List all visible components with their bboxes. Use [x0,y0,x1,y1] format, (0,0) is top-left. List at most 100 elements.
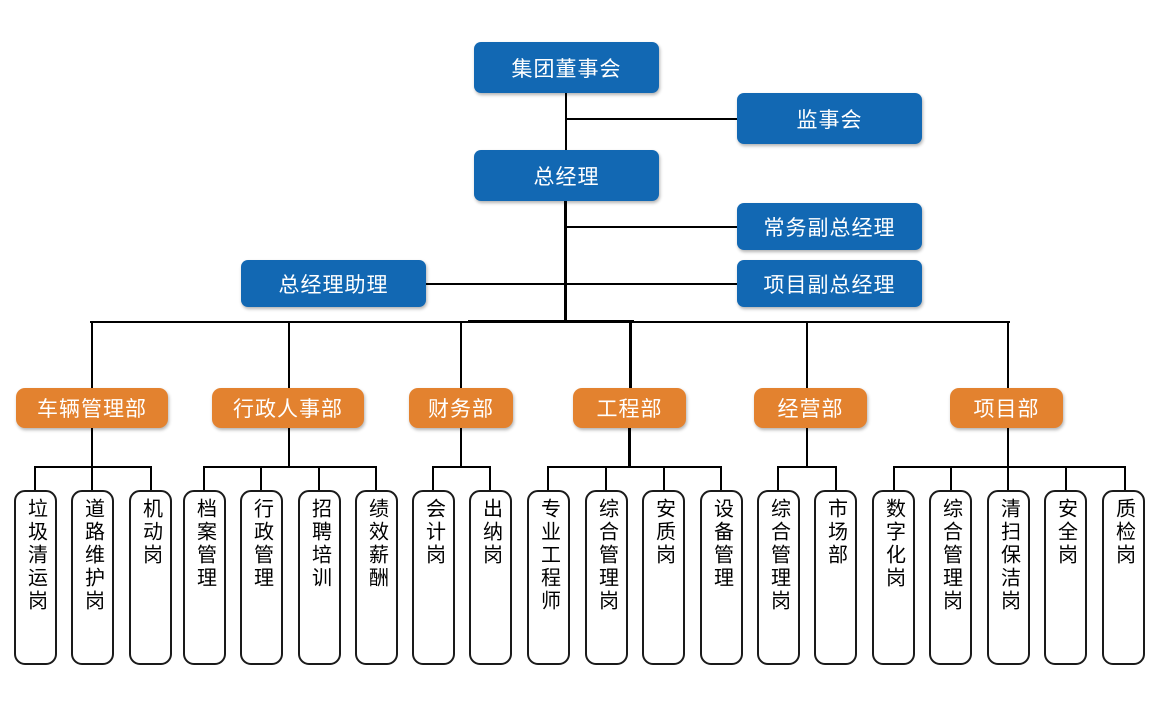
node-position-marketing[interactable]: 市场部 [814,490,857,665]
node-position-mobile-duty-label: 机动岗 [139,498,162,567]
node-board[interactable]: 集团董事会 [474,42,659,93]
connector-dept4-leaf-3 [663,466,665,491]
connector-dept6-leaf-1 [893,466,895,491]
connector-dept6-bus [893,466,1126,468]
connector-dept1-leaf-2 [91,466,93,491]
node-position-cashier-label: 出纳岗 [479,498,502,567]
node-position-mobile-duty[interactable]: 机动岗 [129,490,172,665]
node-position-project-general-management[interactable]: 综合管理岗 [929,490,972,665]
node-position-cleaning-sanitation[interactable]: 清扫保洁岗 [987,490,1030,665]
connector-dept6-leaf-5 [1124,466,1126,491]
node-department-operations[interactable]: 经营部 [754,388,867,428]
node-department-project-label: 项目部 [973,398,1040,421]
connector-dept3-leaf-1 [432,466,434,491]
node-position-equipment-management-label: 设备管理 [710,498,733,590]
node-position-recruitment-training[interactable]: 招聘培训 [298,490,341,665]
connector-dept5-leaf-2 [835,466,837,491]
node-position-professional-engineer[interactable]: 专业工程师 [527,490,570,665]
node-position-recruitment-training-label: 招聘培训 [308,498,331,590]
connector-drop-dept-5 [806,321,808,388]
node-position-safety-label: 安全岗 [1054,498,1077,567]
connector-dept4-bus [547,466,722,468]
node-position-admin-management[interactable]: 行政管理 [240,490,283,665]
connector-drop-dept-6 [1007,321,1009,388]
node-department-admin-hr[interactable]: 行政人事部 [212,388,364,428]
node-department-finance-label: 财务部 [428,398,494,421]
connector-exec-deputy-branch [565,226,738,228]
connector-dept5-bus [777,466,836,468]
node-department-project[interactable]: 项目部 [950,388,1063,428]
node-gm-assistant[interactable]: 总经理助理 [241,260,426,307]
node-position-professional-engineer-label: 专业工程师 [537,498,560,613]
connector-dept5-stem [806,427,808,467]
node-position-engineering-general-management[interactable]: 综合管理岗 [585,490,628,665]
node-position-waste-removal[interactable]: 垃圾清运岗 [14,490,57,665]
connector-dept3-stem [460,427,462,467]
connector-project-deputy-branch [565,283,738,285]
node-position-operations-general-management-label: 综合管理岗 [767,498,790,613]
connector-board-down [565,92,567,150]
node-position-project-general-management-label: 综合管理岗 [939,498,962,613]
node-supervisory-board[interactable]: 监事会 [737,93,922,144]
connector-department-bus-emphasis [468,320,634,323]
connector-drop-dept-4 [629,320,632,388]
node-position-marketing-label: 市场部 [824,498,847,567]
connector-dept2-bus [203,466,377,468]
node-general-manager[interactable]: 总经理 [474,150,659,201]
connector-gm-assistant-branch [424,283,566,285]
connector-dept2-leaf-1 [203,466,205,491]
connector-drop-dept-3 [460,321,462,388]
node-position-road-maintenance[interactable]: 道路维护岗 [71,490,114,665]
node-position-road-maintenance-label: 道路维护岗 [81,498,104,613]
node-position-accounting[interactable]: 会计岗 [412,490,455,665]
node-department-finance[interactable]: 财务部 [409,388,513,428]
connector-dept3-leaf-2 [489,466,491,491]
node-department-engineering[interactable]: 工程部 [573,388,686,428]
node-executive-deputy-gm-label: 常务副总经理 [763,216,896,240]
node-gm-assistant-label: 总经理助理 [278,273,389,297]
node-position-equipment-management[interactable]: 设备管理 [700,490,743,665]
connector-drop-dept-2 [288,321,290,388]
connector-dept2-stem [288,427,290,467]
connector-dept1-stem [91,427,93,467]
node-department-operations-label: 经营部 [777,398,844,421]
connector-dept6-leaf-2 [950,466,952,491]
node-department-engineering-label: 工程部 [596,398,663,421]
connector-dept4-stem [628,427,631,467]
node-position-quality-inspection-label: 质检岗 [1112,498,1135,567]
connector-dept2-leaf-3 [318,466,320,491]
node-position-accounting-label: 会计岗 [422,498,445,567]
node-position-digitalization-label: 数字化岗 [882,498,905,590]
node-position-safety[interactable]: 安全岗 [1044,490,1087,665]
node-project-deputy-gm-label: 项目副总经理 [763,273,896,297]
connector-dept1-leaf-1 [34,466,36,491]
node-position-records-management[interactable]: 档案管理 [183,490,226,665]
node-position-performance-compensation-label: 绩效薪酬 [365,498,388,590]
node-position-operations-general-management[interactable]: 综合管理岗 [757,490,800,665]
node-position-safety-quality[interactable]: 安质岗 [642,490,685,665]
node-department-vehicle-management[interactable]: 车辆管理部 [16,388,168,428]
node-position-safety-quality-label: 安质岗 [652,498,675,567]
node-department-admin-hr-label: 行政人事部 [233,398,343,421]
connector-gm-down [564,200,567,322]
connector-dept3-bus [432,466,491,468]
node-position-performance-compensation[interactable]: 绩效薪酬 [355,490,398,665]
connector-dept6-leaf-4 [1065,466,1067,491]
node-project-deputy-gm[interactable]: 项目副总经理 [737,260,922,307]
node-department-vehicle-management-label: 车辆管理部 [37,398,147,421]
node-position-quality-inspection[interactable]: 质检岗 [1102,490,1145,665]
node-general-manager-label: 总经理 [533,165,600,189]
node-position-cleaning-sanitation-label: 清扫保洁岗 [997,498,1020,613]
node-supervisory-board-label: 监事会 [796,108,863,132]
node-position-cashier[interactable]: 出纳岗 [469,490,512,665]
node-position-digitalization[interactable]: 数字化岗 [872,490,915,665]
connector-dept4-leaf-4 [720,466,722,491]
connector-dept6-leaf-3 [1007,466,1009,491]
connector-dept5-leaf-1 [777,466,779,491]
connector-drop-dept-1 [91,321,93,388]
connector-dept2-leaf-2 [260,466,262,491]
connector-dept2-leaf-4 [375,466,377,491]
connector-dept1-bus [34,466,152,468]
node-executive-deputy-gm[interactable]: 常务副总经理 [737,203,922,250]
